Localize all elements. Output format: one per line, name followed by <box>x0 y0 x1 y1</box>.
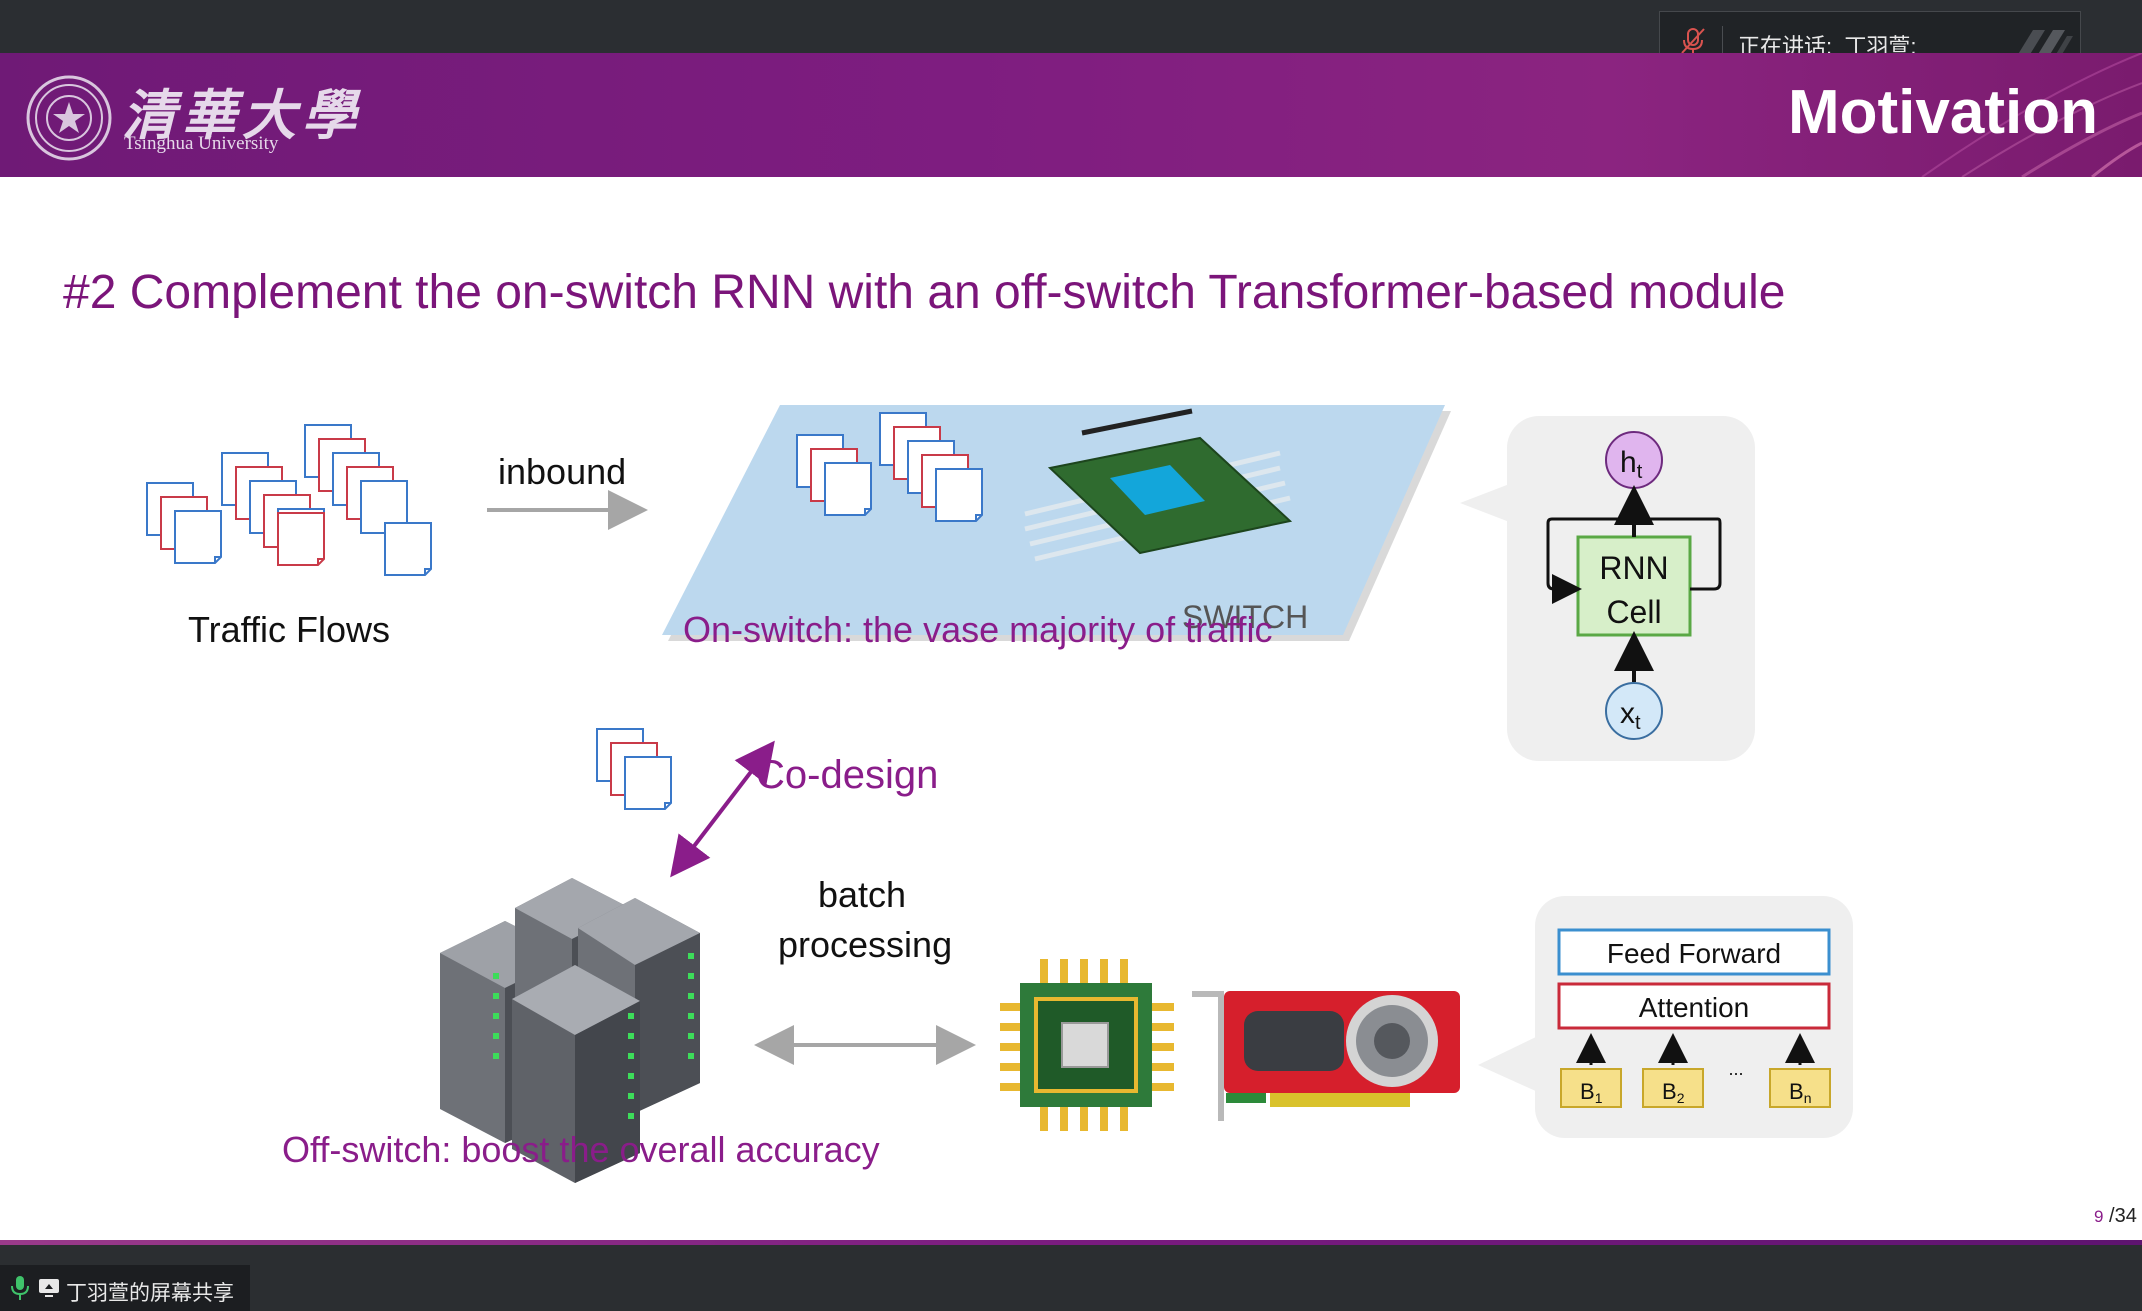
tsinghua-emblem-icon <box>26 75 112 161</box>
attention-block <box>1557 982 1831 1030</box>
feed-forward-block <box>1557 928 1831 976</box>
batch-label: batch <box>818 874 907 915</box>
processing-label: processing <box>778 924 953 965</box>
traffic-flows-label: Traffic Flows <box>188 609 391 650</box>
header-decoration <box>1921 53 2142 177</box>
transformer-bubble: Feed Forward Attention B1 B2 ... Bn <box>1478 896 1853 1138</box>
switch-label: SWITCH <box>1182 599 1308 635</box>
svg-text:B1: B1 <box>1580 1079 1603 1106</box>
app-logo-icon <box>2017 30 2073 56</box>
section-title: Motivation <box>1788 78 2098 147</box>
rnn-input-node <box>1605 682 1663 740</box>
switch-platform-illustration: SWITCH <box>662 405 1451 641</box>
batch-block-1 <box>1560 1068 1622 1108</box>
screen-share-status[interactable]: 丁羽萱的屏幕共享 <box>0 1265 250 1311</box>
svg-text:B2: B2 <box>1662 1079 1685 1106</box>
slide-heading: #2 Complement the on-switch RNN with an … <box>63 266 1786 319</box>
batch-block-n <box>1769 1068 1831 1108</box>
presentation-slide: 清華大學 Tsinghua University Motivation #2 C… <box>0 53 2142 1245</box>
cpu-chip-icon <box>1000 959 1174 1131</box>
svg-text:Bn: Bn <box>1789 1079 1811 1106</box>
svg-text:ht: ht <box>1620 446 1643 483</box>
co-design-arrow <box>670 740 775 878</box>
slide-footer-bar <box>0 1240 2142 1245</box>
separator <box>1722 26 1723 56</box>
svg-text:Feed Forward: Feed Forward <box>1607 938 1781 969</box>
screen-share-icon <box>39 1279 59 1297</box>
traffic-flows-illustration <box>147 425 432 576</box>
muted-mic-icon <box>1681 28 1705 54</box>
svg-text:RNN: RNN <box>1599 550 1668 586</box>
svg-text:Cell: Cell <box>1606 594 1661 630</box>
svg-text:...: ... <box>1728 1059 1743 1079</box>
on-switch-label: On-switch: the vase majority of traffic <box>683 609 1273 650</box>
share-status-text: 丁羽萱的屏幕共享 <box>66 1282 234 1305</box>
mic-icon <box>11 1276 29 1300</box>
inbound-label: inbound <box>498 451 627 492</box>
server-rack-icon <box>440 878 700 1183</box>
off-switch-label: Off-switch: boost the overall accuracy <box>282 1129 880 1170</box>
batch-block-2 <box>1642 1068 1704 1108</box>
page-number: 9 /34 <box>2094 1205 2137 1227</box>
svg-text:xt: xt <box>1620 697 1641 734</box>
slide-header: 清華大學 Tsinghua University Motivation <box>0 53 2142 177</box>
diagram: SWITCH ht RNN Cell xt <box>0 405 1853 1183</box>
switch-chip-icon <box>1024 408 1293 562</box>
co-design-label: Co-design <box>756 753 939 797</box>
svg-text:Attention: Attention <box>1639 992 1750 1023</box>
university-name-english: Tsinghua University <box>124 133 279 154</box>
rnn-bubble: ht RNN Cell xt <box>1460 416 1755 761</box>
gpu-card-icon <box>1192 991 1460 1121</box>
university-name-chinese: 清華大學 <box>122 83 362 147</box>
